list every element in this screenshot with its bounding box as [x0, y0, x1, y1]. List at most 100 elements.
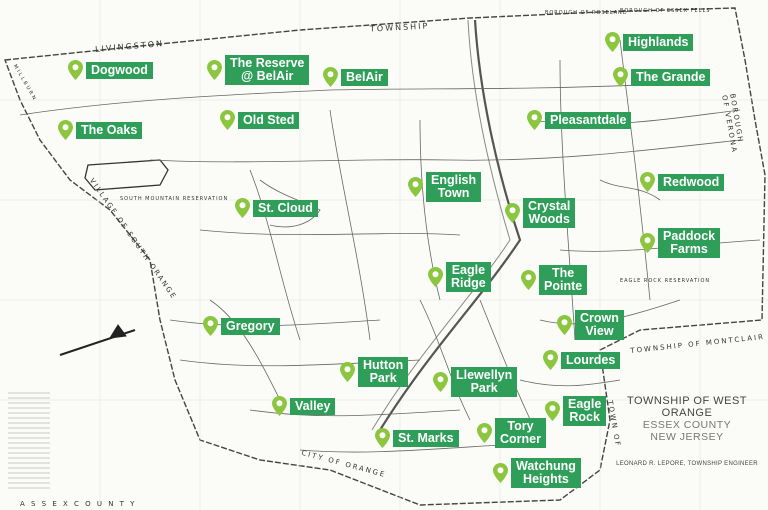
pin-label-line: St. Cloud	[258, 200, 313, 215]
pin-label-line: Woods	[528, 212, 570, 226]
map-pin-icon	[433, 372, 448, 392]
pin-gregory[interactable]: Gregory	[203, 316, 280, 336]
map-pin-icon	[58, 120, 73, 140]
pin-label-line: The	[551, 266, 575, 280]
pin-highlands[interactable]: Highlands	[605, 32, 694, 52]
map-pin-icon	[505, 203, 520, 223]
pin-redwood[interactable]: Redwood	[640, 172, 725, 192]
map-pin-icon	[323, 67, 338, 87]
pin-label-gregory: Gregory	[221, 317, 280, 335]
map-pin-icon	[68, 60, 83, 80]
pin-label-line: St. Marks	[398, 430, 454, 445]
pin-label-line: The Reserve	[230, 56, 305, 70]
map-pin-icon	[340, 362, 355, 382]
pin-dogwood[interactable]: Dogwood	[68, 60, 153, 80]
pin-oldsted[interactable]: Old Sted	[220, 110, 300, 130]
pin-label-line: Tory	[507, 419, 534, 433]
pin-stcloud[interactable]: St. Cloud	[235, 198, 318, 218]
pin-label-line: Pleasantdale	[550, 112, 627, 127]
title-county: ESSEX COUNTY	[642, 419, 732, 431]
pin-oaks[interactable]: The Oaks	[58, 120, 143, 140]
pin-label-line: @ BelAir	[240, 69, 294, 83]
pin-stmarks[interactable]: St. Marks	[375, 428, 459, 448]
pin-label-dogwood: Dogwood	[86, 61, 153, 79]
map-pin-icon	[375, 428, 390, 448]
pin-label-line: Llewellyn	[456, 368, 513, 382]
pin-label-line: Park	[470, 381, 498, 395]
pin-label-line: Highlands	[628, 34, 689, 49]
pin-label-line: Paddock	[663, 229, 716, 243]
pin-label-line: Ridge	[451, 276, 486, 290]
map-pin-icon	[527, 110, 542, 130]
title-township: TOWNSHIP OF WEST ORANGE	[626, 395, 748, 419]
pin-label-line: Hutton	[363, 358, 404, 372]
map-pin-icon	[203, 316, 218, 336]
pin-label-line: Park	[369, 371, 397, 385]
pin-label-belair: BelAir	[341, 68, 388, 86]
pin-label-line: Gregory	[226, 318, 275, 333]
map-pin-icon	[408, 177, 423, 197]
pin-label-line: Corner	[500, 432, 541, 446]
label-essex-county-bottom: A S S E X C O U N T Y	[20, 500, 137, 508]
pin-label-stmarks: St. Marks	[393, 429, 459, 447]
pin-label-line: The Oaks	[81, 122, 138, 137]
pin-label-line: Watchung	[516, 459, 576, 473]
pin-label-line: View	[585, 324, 614, 338]
pin-label-line: BelAir	[346, 69, 383, 84]
pin-label-line: Town	[437, 186, 470, 200]
label-south-mountain: SOUTH MOUNTAIN RESERVATION	[120, 196, 229, 202]
pin-label-line: Pointe	[544, 279, 583, 293]
pin-label-line: Dogwood	[91, 62, 148, 77]
map-pin-icon	[613, 67, 628, 87]
pin-grande[interactable]: The Grande	[613, 67, 711, 87]
pin-label-stcloud: St. Cloud	[253, 199, 318, 217]
pin-pleasantdale[interactable]: Pleasantdale	[527, 110, 632, 130]
pin-label-line: Redwood	[663, 174, 720, 189]
map-pin-icon	[545, 401, 560, 421]
pin-label-line: Rock	[569, 410, 600, 424]
map-pin-icon	[605, 32, 620, 52]
map-pin-icon	[543, 350, 558, 370]
pin-reserve[interactable]: The Reserve@ BelAir	[207, 55, 310, 85]
pin-label-line: Lourdes	[566, 352, 616, 367]
pin-label-grande: The Grande	[631, 68, 711, 86]
pin-label-line: Heights	[523, 472, 569, 486]
map-pin-icon	[477, 423, 492, 443]
pin-label-oaks: The Oaks	[76, 121, 143, 139]
label-roseland: BOROUGH OF ROSELAND	[545, 10, 628, 16]
map-pin-icon	[521, 270, 536, 290]
map-pin-icon	[235, 198, 250, 218]
pin-valley[interactable]: Valley	[272, 396, 336, 416]
map-pin-icon	[640, 233, 655, 253]
map-pin-icon	[428, 267, 443, 287]
pin-label-lourdes: Lourdes	[561, 351, 621, 369]
map-pin-icon	[557, 315, 572, 335]
map-pin-icon	[493, 463, 508, 483]
map-pin-icon	[207, 60, 222, 80]
pin-lourdes[interactable]: Lourdes	[543, 350, 621, 370]
pin-label-reserve: The Reserve@ BelAir	[225, 55, 310, 85]
pin-belair[interactable]: BelAir	[323, 67, 388, 87]
pin-label-redwood: Redwood	[658, 173, 725, 191]
title-state: NEW JERSEY	[650, 431, 724, 443]
pin-label-valley: Valley	[290, 397, 336, 415]
